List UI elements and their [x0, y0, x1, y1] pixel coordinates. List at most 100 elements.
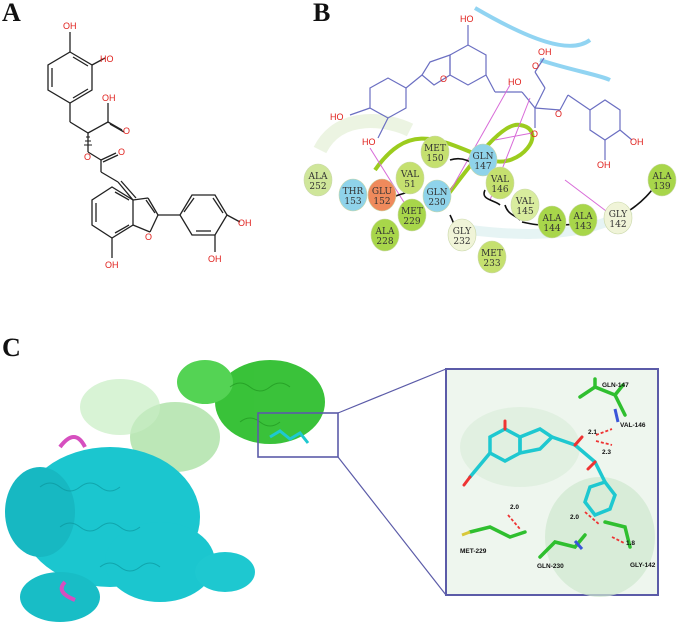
panel-label-b: B [313, 0, 331, 27]
residue-name: VAL [515, 197, 534, 207]
atom-label: O [118, 147, 125, 157]
residue-disc [338, 178, 368, 212]
residue-name: MET [401, 207, 423, 217]
residue-name: ALA [573, 212, 593, 222]
residue-name: MET [481, 249, 503, 259]
atom-label: O [531, 129, 538, 139]
residue-name: MET [424, 144, 446, 154]
residue-name: ALA [542, 214, 562, 224]
residue-number: 232 [453, 237, 470, 247]
residue-number: 252 [309, 182, 326, 192]
residue-number: 152 [373, 197, 390, 207]
distance-label: 2.0 [510, 504, 519, 511]
residue-number: 139 [653, 182, 670, 192]
residue-disc [447, 218, 477, 252]
residue-name: GLN [426, 188, 447, 198]
residue-number: 146 [491, 185, 508, 195]
distance-label: 1.8 [626, 540, 635, 547]
atom-label: O [145, 232, 152, 242]
residue-name: GLY [453, 227, 473, 237]
atom-label: HO [508, 77, 522, 87]
residue-number: 228 [376, 237, 393, 247]
residue-disc [395, 161, 425, 195]
atom-label: OH [63, 21, 77, 31]
residue-disc [537, 205, 567, 239]
atom-label: OH [538, 47, 552, 57]
atom-label: OH [105, 260, 119, 270]
residue-name: GLU [372, 187, 393, 197]
residue-disc [485, 166, 515, 200]
residue-disc [647, 163, 677, 197]
residue-number: 233 [483, 259, 500, 269]
distance-label: 2.0 [570, 514, 579, 521]
residue-label-gln230: GLN-230 [537, 563, 564, 570]
residue-number: 143 [574, 222, 591, 232]
panel-a-structure: OH HO OH O O O O OH OH OH [47, 21, 252, 270]
distance-label: 2.3 [602, 449, 611, 456]
atom-label: HO [362, 137, 376, 147]
residue-number: 230 [428, 198, 445, 208]
residue-name: GLN [472, 152, 493, 162]
residue-name: ALA [375, 227, 395, 237]
atom-label: OH [630, 137, 644, 147]
residue-number: 229 [403, 217, 420, 227]
atom-label: O [123, 126, 130, 136]
residue-number: 142 [609, 220, 626, 230]
residue-label-gln147: GLN-147 [602, 382, 629, 389]
residue-number: 51 [404, 180, 415, 190]
residue-name: ALA [308, 172, 328, 182]
atom-label: O [532, 61, 539, 71]
atom-label: OH [102, 93, 116, 103]
residue-disc [603, 201, 633, 235]
residue-disc [420, 135, 450, 169]
atom-label: O [555, 109, 562, 119]
atom-label: OH [208, 254, 222, 264]
panel-label-c: C [2, 333, 21, 362]
residue-label-gly142: GLY-142 [630, 562, 656, 569]
residue-number: 144 [543, 224, 560, 234]
atom-label: HO [330, 112, 344, 122]
residue-name: THR [343, 187, 364, 197]
atom-label: HO [100, 54, 114, 64]
panel-c-protein-view: GLN-147 VAL-146 MET-229 GLN-230 GLY-142 … [5, 360, 659, 622]
residue-name: VAL [400, 170, 419, 180]
panel-label-a: A [2, 0, 21, 27]
residue-disc [367, 178, 397, 212]
residue-disc [477, 240, 507, 274]
residue-number: 145 [516, 207, 533, 217]
residue-disc [397, 198, 427, 232]
atom-label: O [440, 74, 447, 84]
distance-label: 2.1 [588, 429, 597, 436]
atom-label: HO [460, 14, 474, 24]
residue-disc [370, 218, 400, 252]
residue-number: 153 [344, 197, 361, 207]
residue-disc [568, 203, 598, 237]
atom-label: O [84, 152, 91, 162]
residue-name: ALA [652, 172, 672, 182]
residue-name: VAL [490, 175, 509, 185]
residue-name: GLY [609, 210, 629, 220]
residue-disc [468, 143, 498, 177]
residue-disc [510, 188, 540, 222]
residue-number: 150 [426, 154, 443, 164]
residue-disc [422, 179, 452, 213]
residue-label-val146: VAL-146 [620, 422, 646, 429]
